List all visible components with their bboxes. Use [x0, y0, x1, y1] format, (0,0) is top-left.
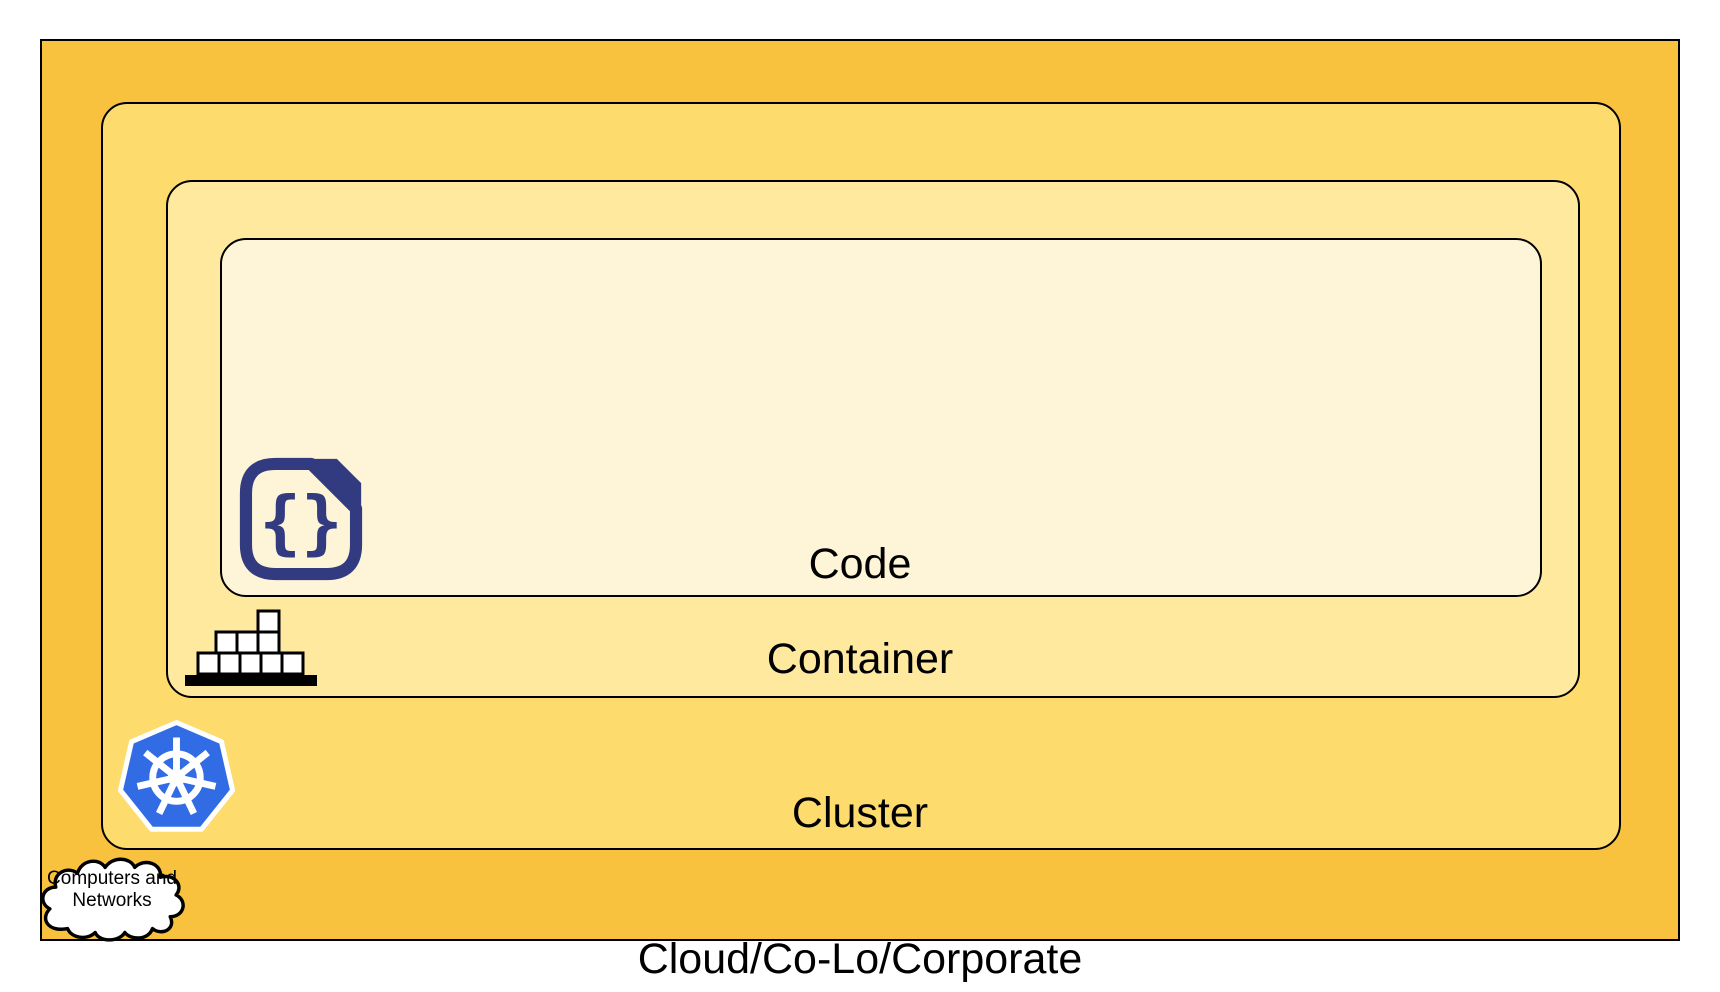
label-datacenter: Cloud/Co-Lo/Corporate Datacenter: [40, 864, 1680, 992]
label-code: Code: [808, 540, 912, 588]
computers-networks-cloud-icon: [41, 857, 185, 942]
label-container: Container: [766, 635, 954, 683]
code-file-icon: {}: [239, 457, 363, 581]
kubernetes-icon: [117, 720, 236, 832]
label-datacenter-line1: Cloud/Co-Lo/Corporate: [637, 935, 1083, 983]
label-cluster: Cluster: [791, 789, 929, 837]
cloud-callout-line1: Computers and: [47, 868, 177, 889]
container-boxes-icon: [185, 609, 317, 686]
braces-glyph: {}: [259, 483, 342, 563]
cloud-callout-label: Computers and Networks: [38, 868, 186, 912]
cloud-callout-line2: Networks: [72, 890, 152, 911]
layer-code: [220, 238, 1542, 597]
